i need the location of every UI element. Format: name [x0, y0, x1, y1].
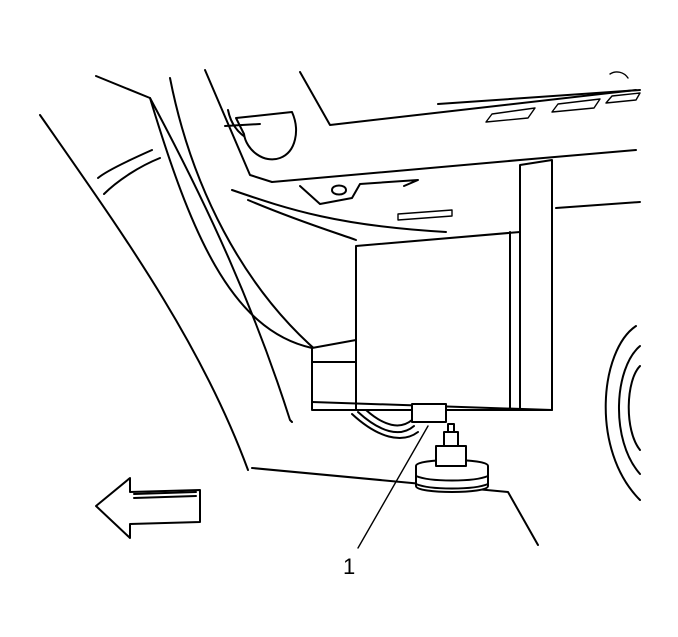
direction-arrow-left: [95, 477, 201, 539]
floor-grommet: [415, 423, 489, 493]
left-trim-panel: [39, 75, 331, 471]
module-housing: [311, 159, 553, 411]
callout-label-1: 1: [343, 554, 355, 579]
floor-outline: [251, 467, 539, 546]
dash-structure: [204, 69, 641, 241]
wheel-well-arcs: [604, 325, 641, 501]
wiring-harness: [351, 403, 447, 439]
callout-1: 1: [343, 425, 429, 579]
